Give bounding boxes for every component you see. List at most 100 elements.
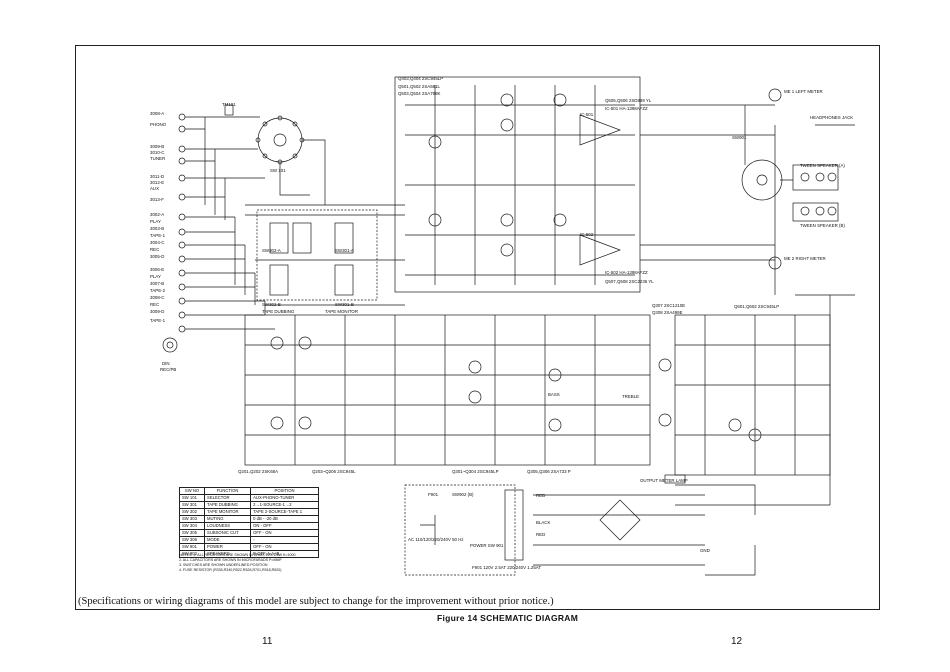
table-cell: SPEAKERS xyxy=(204,550,252,558)
table-cell: SW 304 xyxy=(178,522,206,530)
table-cell: SW 302 xyxy=(178,508,206,516)
ic502-label: IC-502 xyxy=(580,232,594,237)
bass-label: BASS xyxy=(548,392,560,397)
red-wire-label: RED xyxy=(536,493,546,498)
headphones-label: HEADPHONES JACK xyxy=(810,115,854,120)
table-header-row: SW NO FUNCTION POSITION xyxy=(178,487,319,495)
output-meter-lamp-label: OUTPUT METER LAMP xyxy=(640,478,688,483)
speakers-a-label: TWEEN SPEAKER (A) xyxy=(800,163,845,168)
note-line: 3. SWITCHES ARE SHOWN UNDERLINED POSITIO… xyxy=(179,563,268,567)
transistor-list-mid-1: Q505,Q506 2SD898 YL xyxy=(605,98,652,103)
ic501-label: IC-501 xyxy=(580,112,594,117)
table-cell: - xyxy=(250,536,319,544)
table-cell: MODE xyxy=(204,536,252,544)
black-wire-label: BLACK xyxy=(536,520,551,525)
input-label-rec1: REC xyxy=(150,247,160,252)
table-cell: TAPE DUBBING xyxy=(204,501,252,509)
note-line: 4. FUSE RESISTOR (R335,R340,R522,R526,R7… xyxy=(179,568,282,572)
input-label-play2: PLAY xyxy=(150,274,161,279)
tm101-label: TM101 xyxy=(222,102,236,107)
note-line: 2. ALL CAPACITORS ARE SHOWN IN MICROFARA… xyxy=(179,558,282,562)
table-cell: TAPE 2-SOURCE-TAPE 1 xyxy=(250,508,319,516)
table-cell: SW 306 xyxy=(178,536,206,544)
input-label-recpb: REC/PB xyxy=(160,367,177,372)
input-label-tape1-din: TAPE-1 xyxy=(150,318,166,323)
sw902-label: SW902 (B) xyxy=(452,492,474,497)
treble-label: TREBLE xyxy=(622,394,640,399)
input-label-aux-f: 3013-F xyxy=(150,197,164,202)
input-label-tuner: TUNER xyxy=(150,156,166,161)
input-label-tape1-a: 3002-A xyxy=(150,212,165,217)
table-cell: TAPE MONITOR xyxy=(204,508,252,516)
schematic-drawing xyxy=(162,76,855,576)
sw901-label: SW901 xyxy=(732,135,747,140)
input-label-phono-a: 3008-A xyxy=(150,111,165,116)
input-label-phono: PHONO xyxy=(150,122,167,127)
transistor-list-top-3: Q503,Q504 2SA798K xyxy=(398,91,441,96)
ac-in-label: AC 110/120/220/240V 50 Hz xyxy=(408,537,464,542)
input-label-tape2-b: 3007-B xyxy=(150,281,165,286)
table-cell: ON - OFF xyxy=(250,522,319,530)
tape-dubbing-label: TAPE DUBBING xyxy=(262,309,295,314)
schematic-frame xyxy=(75,45,880,610)
power-switch-label: POWER SW 901 xyxy=(470,543,504,548)
table-cell: SW 303 xyxy=(178,515,206,523)
input-label-aux-d: 3011-D xyxy=(150,174,165,179)
table-cell: SW 901 xyxy=(178,543,206,551)
f901-label: F901 xyxy=(428,492,439,497)
input-label-tape1: TAPE-1 xyxy=(150,233,166,238)
input-label-rec2: REC xyxy=(150,302,160,307)
input-label-tape2: TAPE-2 xyxy=(150,288,166,293)
sw302b-label: SW302-B xyxy=(262,302,281,307)
schematic-notes: NOTES: 1. ALL RESISTORS ARE SHOWN IN OHM… xyxy=(179,553,296,573)
meter-l-label: ME 1 LEFT METER xyxy=(784,89,823,94)
speakers-b-label: TWEEN SPEAKER (B) xyxy=(800,223,845,228)
transistor-list-bottom-1: Q201,Q202 2SK68A xyxy=(238,469,279,474)
page-number-right: 12 xyxy=(731,636,743,647)
red-wire-label-2: RED xyxy=(536,532,546,537)
sw101-label: SW 101 xyxy=(270,168,286,173)
table-header-cell: POSITION xyxy=(250,487,319,495)
meter-r-label: ME 2 RIGHT METER xyxy=(784,256,826,261)
input-label-aux: AUX xyxy=(150,186,160,191)
table-cell: OFF - ON xyxy=(250,543,319,551)
table-cell: OFF - ON xyxy=(250,529,319,537)
input-label-tape1-b: 3003-B xyxy=(150,226,165,231)
input-label-aux-e: 3012-E xyxy=(150,180,165,185)
input-label-tape1-c: 3004-C xyxy=(150,240,165,245)
note-line: NOTES: 1. ALL RESISTORS ARE SHOWN IN OHM… xyxy=(179,553,296,557)
table-cell: SW 101 xyxy=(178,494,206,502)
input-label-tape2-e: 3006-E xyxy=(150,267,165,272)
ic501-type-label: IC-501 HA-1398AFZZ xyxy=(605,106,648,111)
figure-caption: Figure 14 SCHEMATIC DIAGRAM xyxy=(437,613,579,623)
input-label-tuner-b: 3009-B xyxy=(150,144,165,149)
table-cell: AUX-PHONO-TUNER xyxy=(250,494,319,502)
sw301a-label: SW301-A xyxy=(335,248,354,253)
page-number-left: 11 xyxy=(262,636,273,647)
transistor-list-top-1: Q403,Q404 2SC945LP xyxy=(398,76,444,81)
tape-monitor-label: TAPE MONITOR xyxy=(325,309,359,314)
input-label-tuner-c: 3010-C xyxy=(150,150,165,155)
table-cell: SW 301 xyxy=(178,501,206,509)
input-label-tape1-d: 3005-D xyxy=(150,254,165,259)
transistor-list-bottom-3: Q301~Q304 2SC945LP xyxy=(452,469,499,474)
sw302a-label: SW302-A xyxy=(262,248,281,253)
table-cell: SW 305 xyxy=(178,529,206,537)
input-label-tape2-d: 3009-D xyxy=(150,309,165,314)
table-cell: SELECTOR xyxy=(204,494,252,502)
transistor-list-right-3: Q601,Q602 2SC945LP xyxy=(734,304,780,309)
table-cell: MUTING xyxy=(204,515,252,523)
input-label-play1: PLAY xyxy=(150,219,161,224)
table-header-cell: SW NO xyxy=(178,487,206,495)
transistor-list-right-2: Q308 2SA499E xyxy=(652,310,683,315)
input-jacks xyxy=(162,113,186,353)
